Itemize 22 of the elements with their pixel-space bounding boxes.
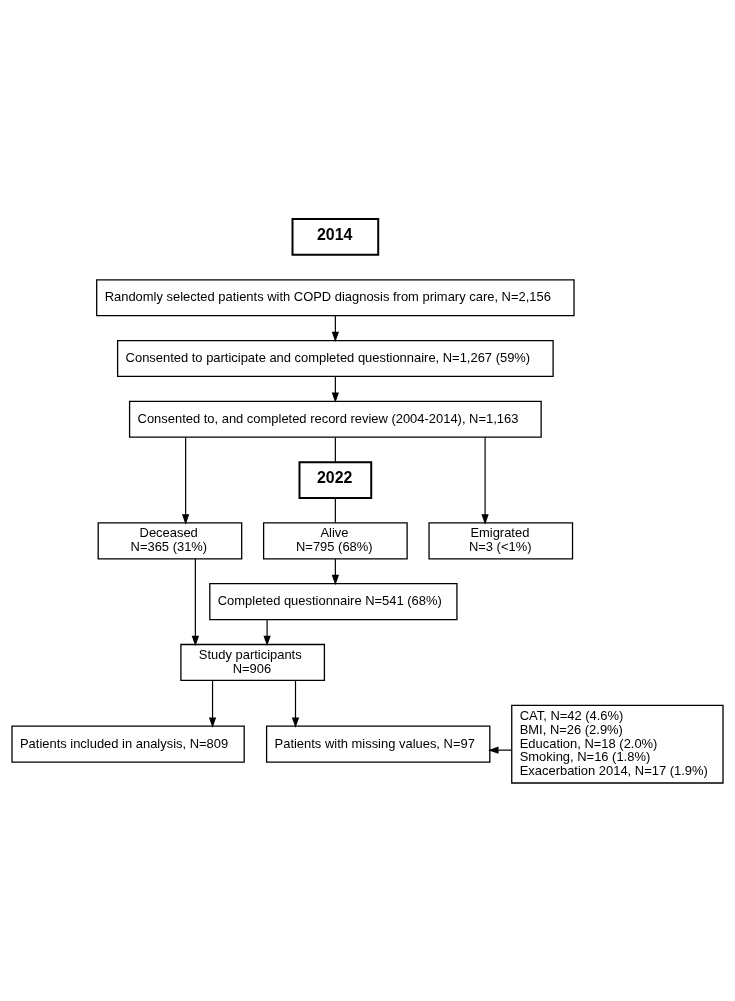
arrow: [263, 618, 271, 646]
arrow: [191, 557, 199, 646]
node-box: 2022: [298, 460, 373, 499]
node-box: Consented to participate and completed questionnaire, N=1,267 (59%): [116, 339, 554, 377]
arrow: [291, 679, 300, 728]
arrow: [208, 679, 217, 728]
connector: [334, 436, 336, 462]
arrow: [481, 436, 489, 525]
node-box: Completed questionnaire N=541 (68%): [209, 582, 458, 620]
node-box: Patients included in analysis, N=809: [11, 725, 245, 763]
connector: [334, 497, 336, 523]
node-box: Alive N=795 (68%): [262, 521, 408, 559]
node-box: Consented to, and completed record review (2004-2014), N=1,163: [128, 400, 542, 438]
node-box: CAT, N=42 (4.6%) BMI, N=26 (2.9%) Education, N=18 (2.0%) Smoking, N=16 (1.8%) Exacerbation 2014, N=17 (1.9%): [511, 704, 724, 784]
node-box: Patients with missing values, N=97: [265, 725, 491, 763]
arrow: [488, 746, 513, 754]
arrow: [182, 436, 190, 525]
node-box: Deceased N=365 (31%): [97, 521, 243, 559]
node-box: Study participants N=906: [180, 643, 326, 681]
node-box: Randomly selected patients with COPD diagnosis from primary care, N=2,156: [96, 278, 575, 316]
node-box: 2014: [291, 217, 380, 256]
node-box: Emigrated N=3 (<1%): [428, 521, 574, 559]
